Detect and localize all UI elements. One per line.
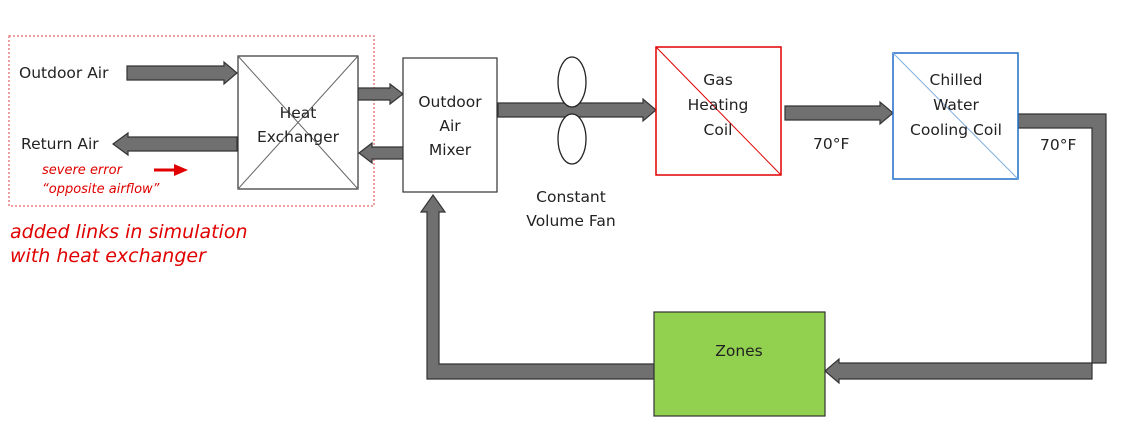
chilled-water-cooling-coil-box: Chilled Water Cooling Coil bbox=[892, 52, 1019, 180]
added-links-annotation-line1: added links in simulation bbox=[10, 221, 248, 243]
temp-after-heating-label: 70°F bbox=[813, 135, 849, 153]
return-duct-to-mixer-arrow bbox=[419, 193, 655, 380]
return-air-label: Return Air bbox=[21, 135, 99, 153]
gas-heating-coil-box: Gas Heating Coil bbox=[655, 46, 782, 176]
mixer-label-line2: Air bbox=[439, 117, 461, 135]
cooling-coil-label-line1: Chilled bbox=[930, 71, 983, 89]
severe-error-annotation-line2: “opposite airflow” bbox=[42, 182, 160, 197]
outdoor-air-mixer-box: Outdoor Air Mixer bbox=[402, 57, 498, 193]
cooling-coil-label-line3: Cooling Coil bbox=[910, 121, 1002, 139]
zones-label: Zones bbox=[715, 342, 763, 360]
return-air-outlet-arrow bbox=[111, 131, 238, 157]
added-links-region bbox=[8, 35, 375, 207]
heating-coil-label-line2: Heating bbox=[688, 96, 749, 114]
supply-duct-to-zones-arrow bbox=[824, 113, 1107, 385]
cooling-coil-label-line2: Water bbox=[933, 96, 979, 114]
hx-to-mixer-arrow bbox=[357, 82, 404, 106]
outdoor-air-inlet-arrow bbox=[126, 60, 238, 86]
fan-label-line1: Constant bbox=[536, 188, 606, 206]
fan-label-line2: Volume Fan bbox=[526, 212, 615, 230]
heat-exchanger-label-line2: Exchanger bbox=[257, 128, 340, 146]
outdoor-air-label: Outdoor Air bbox=[19, 64, 109, 82]
severe-error-red-arrow bbox=[154, 164, 188, 176]
mixer-to-heating-coil-arrow bbox=[497, 97, 657, 123]
mixer-label-line1: Outdoor bbox=[418, 93, 482, 111]
heating-to-cooling-coil-arrow bbox=[784, 100, 894, 126]
temp-after-cooling-label: 70°F bbox=[1040, 136, 1076, 154]
mixer-label-line3: Mixer bbox=[429, 141, 472, 159]
heating-coil-label-line1: Gas bbox=[703, 71, 733, 89]
added-links-annotation-line2: with heat exchanger bbox=[10, 245, 207, 267]
mixer-to-hx-arrow bbox=[358, 141, 405, 165]
heat-exchanger-box: Heat Exchanger bbox=[237, 55, 359, 190]
heating-coil-label-line3: Coil bbox=[704, 121, 733, 139]
heat-exchanger-label-line1: Heat bbox=[280, 104, 317, 122]
zones-box: Zones bbox=[653, 311, 826, 417]
constant-volume-fan bbox=[557, 56, 587, 165]
severe-error-annotation-line1: severe error bbox=[42, 163, 124, 178]
